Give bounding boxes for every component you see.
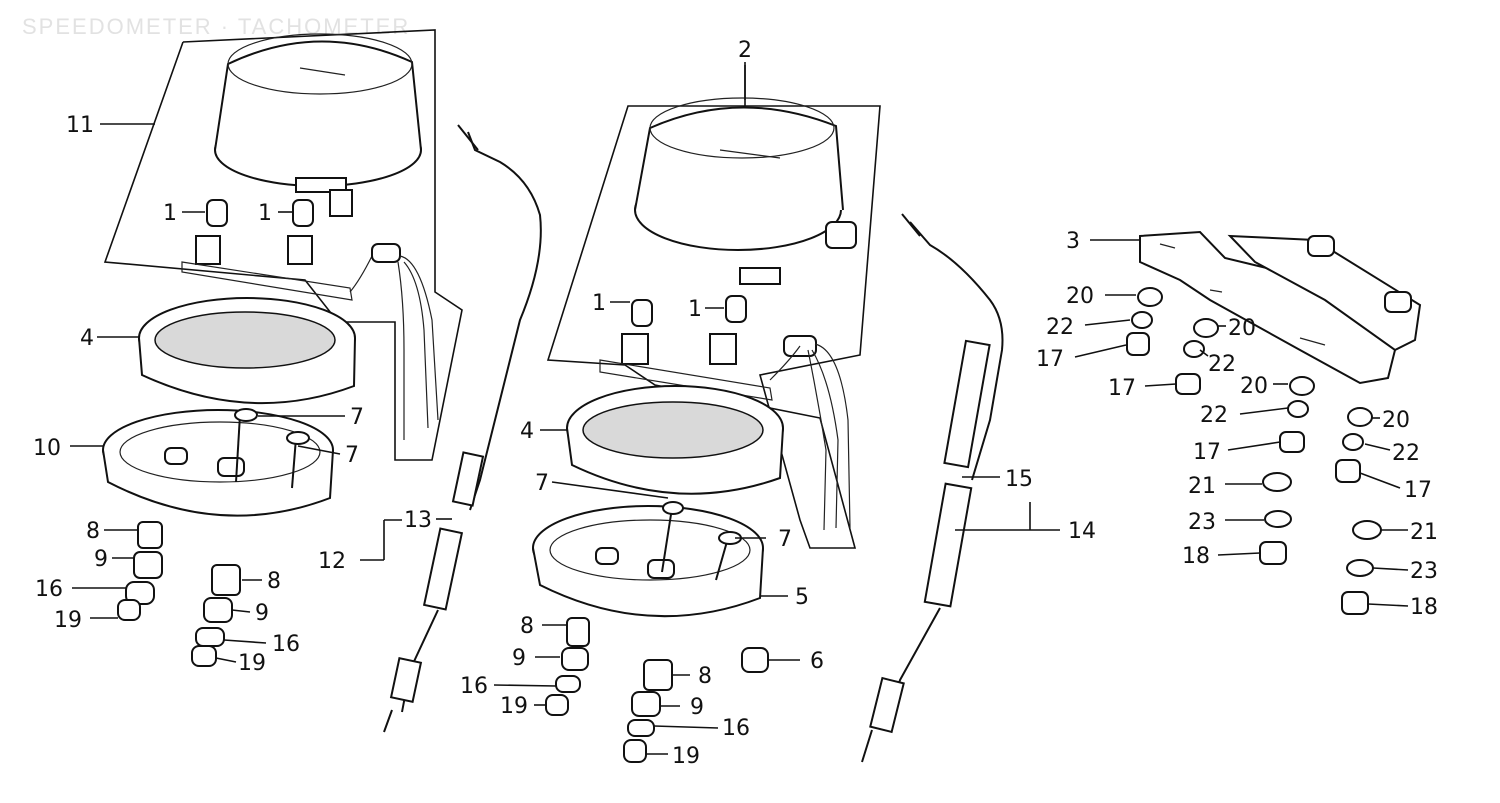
callout-1: 1: [258, 201, 272, 226]
callout-3: 3: [1066, 229, 1080, 254]
tachometer-cable-12: [383, 124, 542, 733]
callout-21: 21: [1188, 474, 1216, 499]
callout-23: 23: [1410, 559, 1438, 584]
callout-5: 5: [795, 585, 809, 610]
callout-20: 20: [1240, 374, 1268, 399]
callout-18: 18: [1410, 595, 1438, 620]
meter-case-4-center: [566, 385, 784, 495]
callout-8: 8: [698, 664, 712, 689]
callout-1: 1: [163, 201, 177, 226]
callout-21: 21: [1410, 520, 1438, 545]
callout-22: 22: [1208, 352, 1236, 377]
callout-12: 12: [318, 549, 346, 574]
callout-1: 1: [592, 291, 606, 316]
hardware-stack-left-b: [191, 564, 241, 667]
callout-7: 7: [345, 443, 359, 468]
hardware-stack-left-a: [117, 521, 163, 621]
callout-19: 19: [672, 744, 700, 769]
callout-22: 22: [1200, 403, 1228, 428]
callout-16: 16: [272, 632, 300, 657]
callout-15: 15: [1005, 467, 1033, 492]
callout-9: 9: [94, 547, 108, 572]
callout-8: 8: [86, 519, 100, 544]
callout-10: 10: [33, 436, 61, 461]
callout-6: 6: [810, 649, 824, 674]
meter-base-5-center: [532, 501, 764, 618]
callout-17: 17: [1193, 440, 1221, 465]
callout-19: 19: [238, 651, 266, 676]
washers-nuts-right: [1126, 287, 1382, 615]
callout-7: 7: [778, 527, 792, 552]
callout-7: 7: [350, 405, 364, 430]
speedometer-cable-14: [861, 213, 1004, 763]
callout-2: 2: [738, 38, 752, 63]
bulb-socket-group-left: [181, 199, 439, 440]
tachometer-meter: [214, 33, 422, 217]
callout-17: 17: [1036, 347, 1064, 372]
callout-23: 23: [1188, 510, 1216, 535]
callout-9: 9: [512, 646, 526, 671]
callout-8: 8: [267, 569, 281, 594]
callout-20: 20: [1382, 408, 1410, 433]
callout-labels: 11 1 1 4 7 7 10 8 9 16 19 8 9 16 19 13 1…: [33, 38, 1438, 769]
callout-9: 9: [690, 695, 704, 720]
callout-14: 14: [1068, 519, 1096, 544]
speedometer-meter: [634, 97, 857, 285]
callout-22: 22: [1046, 315, 1074, 340]
callout-20: 20: [1228, 316, 1256, 341]
callout-9: 9: [255, 601, 269, 626]
callout-22: 22: [1392, 441, 1420, 466]
callout-17: 17: [1108, 376, 1136, 401]
meter-case-4-left: [138, 297, 356, 405]
callout-19: 19: [54, 608, 82, 633]
meter-base-10-left: [102, 408, 334, 517]
callout-leaders: [70, 62, 1409, 755]
callout-16: 16: [460, 674, 488, 699]
callout-4: 4: [520, 419, 534, 444]
callout-19: 19: [500, 694, 528, 719]
assembly-outline-11: [103, 29, 463, 461]
callout-1: 1: [688, 297, 702, 322]
grommet-6: [741, 647, 769, 673]
hardware-stack-center-b: [623, 659, 673, 763]
mounting-bracket-3: [1139, 230, 1422, 385]
callout-20: 20: [1066, 284, 1094, 309]
callout-18: 18: [1182, 544, 1210, 569]
bulb-socket-group-center: [599, 295, 851, 531]
callout-7: 7: [535, 471, 549, 496]
callout-8: 8: [520, 614, 534, 639]
callout-17: 17: [1404, 478, 1432, 503]
callout-13: 13: [404, 508, 432, 533]
callout-11: 11: [66, 113, 94, 138]
hardware-stack-center-a: [545, 617, 590, 716]
callout-16: 16: [35, 577, 63, 602]
callout-16: 16: [722, 716, 750, 741]
callout-4: 4: [80, 326, 94, 351]
